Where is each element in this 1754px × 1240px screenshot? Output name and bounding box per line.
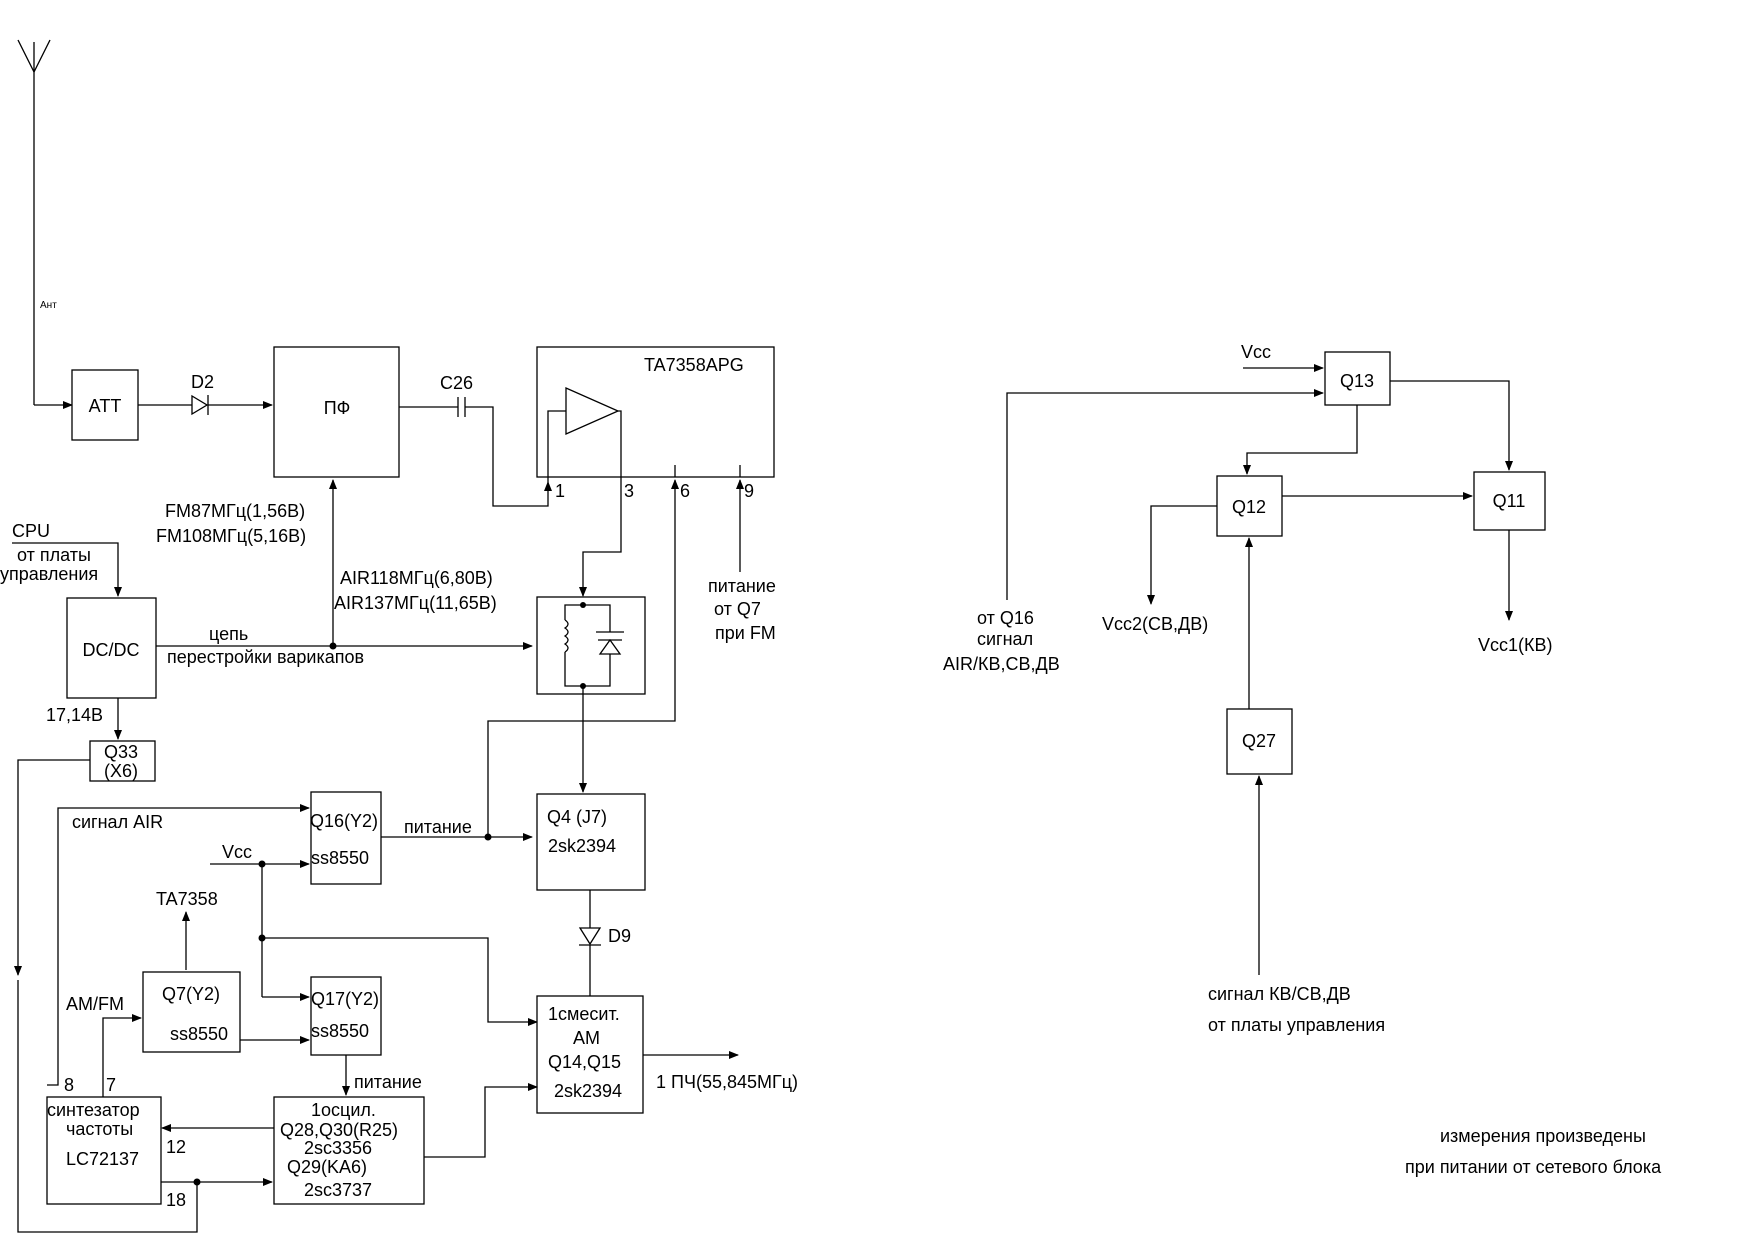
synth-label-1: синтезатор <box>47 1100 140 1120</box>
d2-diode-icon <box>191 394 209 416</box>
chain-label: цепь <box>209 624 248 644</box>
cpu-label: CPU <box>12 521 50 541</box>
synth-label-3: LC72137 <box>66 1149 139 1169</box>
q4-label: Q4 (J7) <box>547 807 607 827</box>
if1-label: 1 ПЧ(55,845МГц) <box>656 1072 798 1092</box>
pin-9: 9 <box>744 481 754 501</box>
dcdc-label: DC/DC <box>83 640 140 660</box>
q7-block <box>142 971 241 1053</box>
q12-block <box>1216 475 1283 537</box>
d9-label: D9 <box>608 926 631 946</box>
from-q16-line1: от Q16 <box>977 608 1034 628</box>
mixer-label-4: 2sk2394 <box>554 1081 622 1101</box>
fm108-label: FM108МГц(5,16В) <box>156 526 306 546</box>
pitanie-q17-label: питание <box>354 1072 422 1092</box>
pin-1: 1 <box>555 481 565 501</box>
q16-block <box>310 791 382 885</box>
lc-tank-block <box>536 596 646 695</box>
pf-label: ПФ <box>324 398 351 418</box>
q17-label: Q17(Y2) <box>311 989 379 1009</box>
pin-6: 6 <box>680 481 690 501</box>
vcc2-label: Vcc2(СВ,ДВ) <box>1102 614 1208 634</box>
mixer-label-1: 1смесит. <box>548 1004 620 1024</box>
q13-block <box>1324 351 1391 406</box>
q17-sub: ss8550 <box>311 1021 369 1041</box>
q12-label: Q12 <box>1232 497 1266 517</box>
synth-pin-7: 7 <box>106 1075 116 1095</box>
mixer-label-3: Q14,Q15 <box>548 1052 621 1072</box>
supply-fm-line3: при FM <box>715 623 776 643</box>
synth-block <box>46 1096 162 1205</box>
mixer-block <box>536 995 644 1114</box>
synth-pin-8: 8 <box>64 1075 74 1095</box>
att-label: ATT <box>89 396 122 416</box>
q27-label: Q27 <box>1242 731 1276 751</box>
synth-pin-18: 18 <box>166 1190 186 1210</box>
note-line1: измерения произведены <box>1440 1126 1646 1146</box>
from-q16-line3: AIR/КВ,СВ,ДВ <box>943 654 1060 674</box>
pin-3: 3 <box>624 481 634 501</box>
from-q16-line2: сигнал <box>977 629 1033 649</box>
synth-pin-12: 12 <box>166 1137 186 1157</box>
c26-capacitor-icon <box>457 397 466 417</box>
sig-kv-label: сигнал КВ/СВ,ДВ <box>1208 984 1351 1004</box>
antenna-label: Ант <box>40 300 57 311</box>
q11-label: Q11 <box>1493 491 1526 511</box>
from-board2-label: от платы управления <box>1208 1015 1385 1035</box>
note-line2: при питании от сетевого блока <box>1405 1157 1662 1177</box>
air137-label: AIR137МГц(11,65В) <box>334 593 497 613</box>
r-vcc-label: Vcc <box>1241 342 1271 362</box>
q7-sub: ss8550 <box>170 1024 228 1044</box>
supply-fm-line2: от Q7 <box>714 599 761 619</box>
q4-sub: 2sk2394 <box>548 836 616 856</box>
pitanie-q16-label: питание <box>404 817 472 837</box>
pf-block <box>273 346 400 478</box>
q17-block <box>310 976 382 1056</box>
antenna-icon <box>17 39 51 405</box>
d2-label: D2 <box>191 372 214 392</box>
q16-label: Q16(Y2) <box>310 811 378 831</box>
q13-label: Q13 <box>1340 371 1374 391</box>
vcc1-label: Vcc1(КВ) <box>1478 635 1553 655</box>
q33-label: Q33 <box>104 742 138 762</box>
q16-sub: ss8550 <box>311 848 369 868</box>
ta7358-ref-label: TA7358 <box>156 889 218 909</box>
mixer-label-2: AM <box>573 1028 600 1048</box>
vcc-label: Vcc <box>222 842 252 862</box>
synth-label-2: частоты <box>66 1119 133 1139</box>
q33-block <box>89 740 156 782</box>
osc-label-3: 2sc3356 <box>304 1138 372 1158</box>
v1714-label: 17,14В <box>46 705 103 725</box>
q33-sub: (X6) <box>104 761 138 781</box>
d9-diode-icon <box>578 927 602 946</box>
q27-block <box>1226 708 1293 775</box>
dcdc-block <box>66 597 157 699</box>
amfm-label: AM/FM <box>66 994 124 1014</box>
q4-block <box>536 793 646 891</box>
osc-label-1: 1осцил. <box>311 1100 376 1120</box>
ta7358-label: TA7358APG <box>644 355 744 375</box>
osc-label-4: Q29(KA6) <box>287 1157 367 1177</box>
signal-air-label: сигнал AIR <box>72 812 163 832</box>
supply-fm-line1: питание <box>708 576 776 596</box>
q7-label: Q7(Y2) <box>162 984 220 1004</box>
att-block <box>71 369 139 441</box>
osc-label-5: 2sc3737 <box>304 1180 372 1200</box>
from-board-label: от платы <box>17 545 91 565</box>
air118-label: AIR118МГц(6,80В) <box>340 568 493 588</box>
fm87-label: FM87МГц(1,56В) <box>165 501 305 521</box>
varicap-label: перестройки варикапов <box>167 647 364 667</box>
c26-label: C26 <box>440 373 473 393</box>
osc-block <box>273 1096 425 1205</box>
control-label: управления <box>0 564 98 584</box>
osc-label-2: Q28,Q30(R25) <box>280 1120 398 1140</box>
